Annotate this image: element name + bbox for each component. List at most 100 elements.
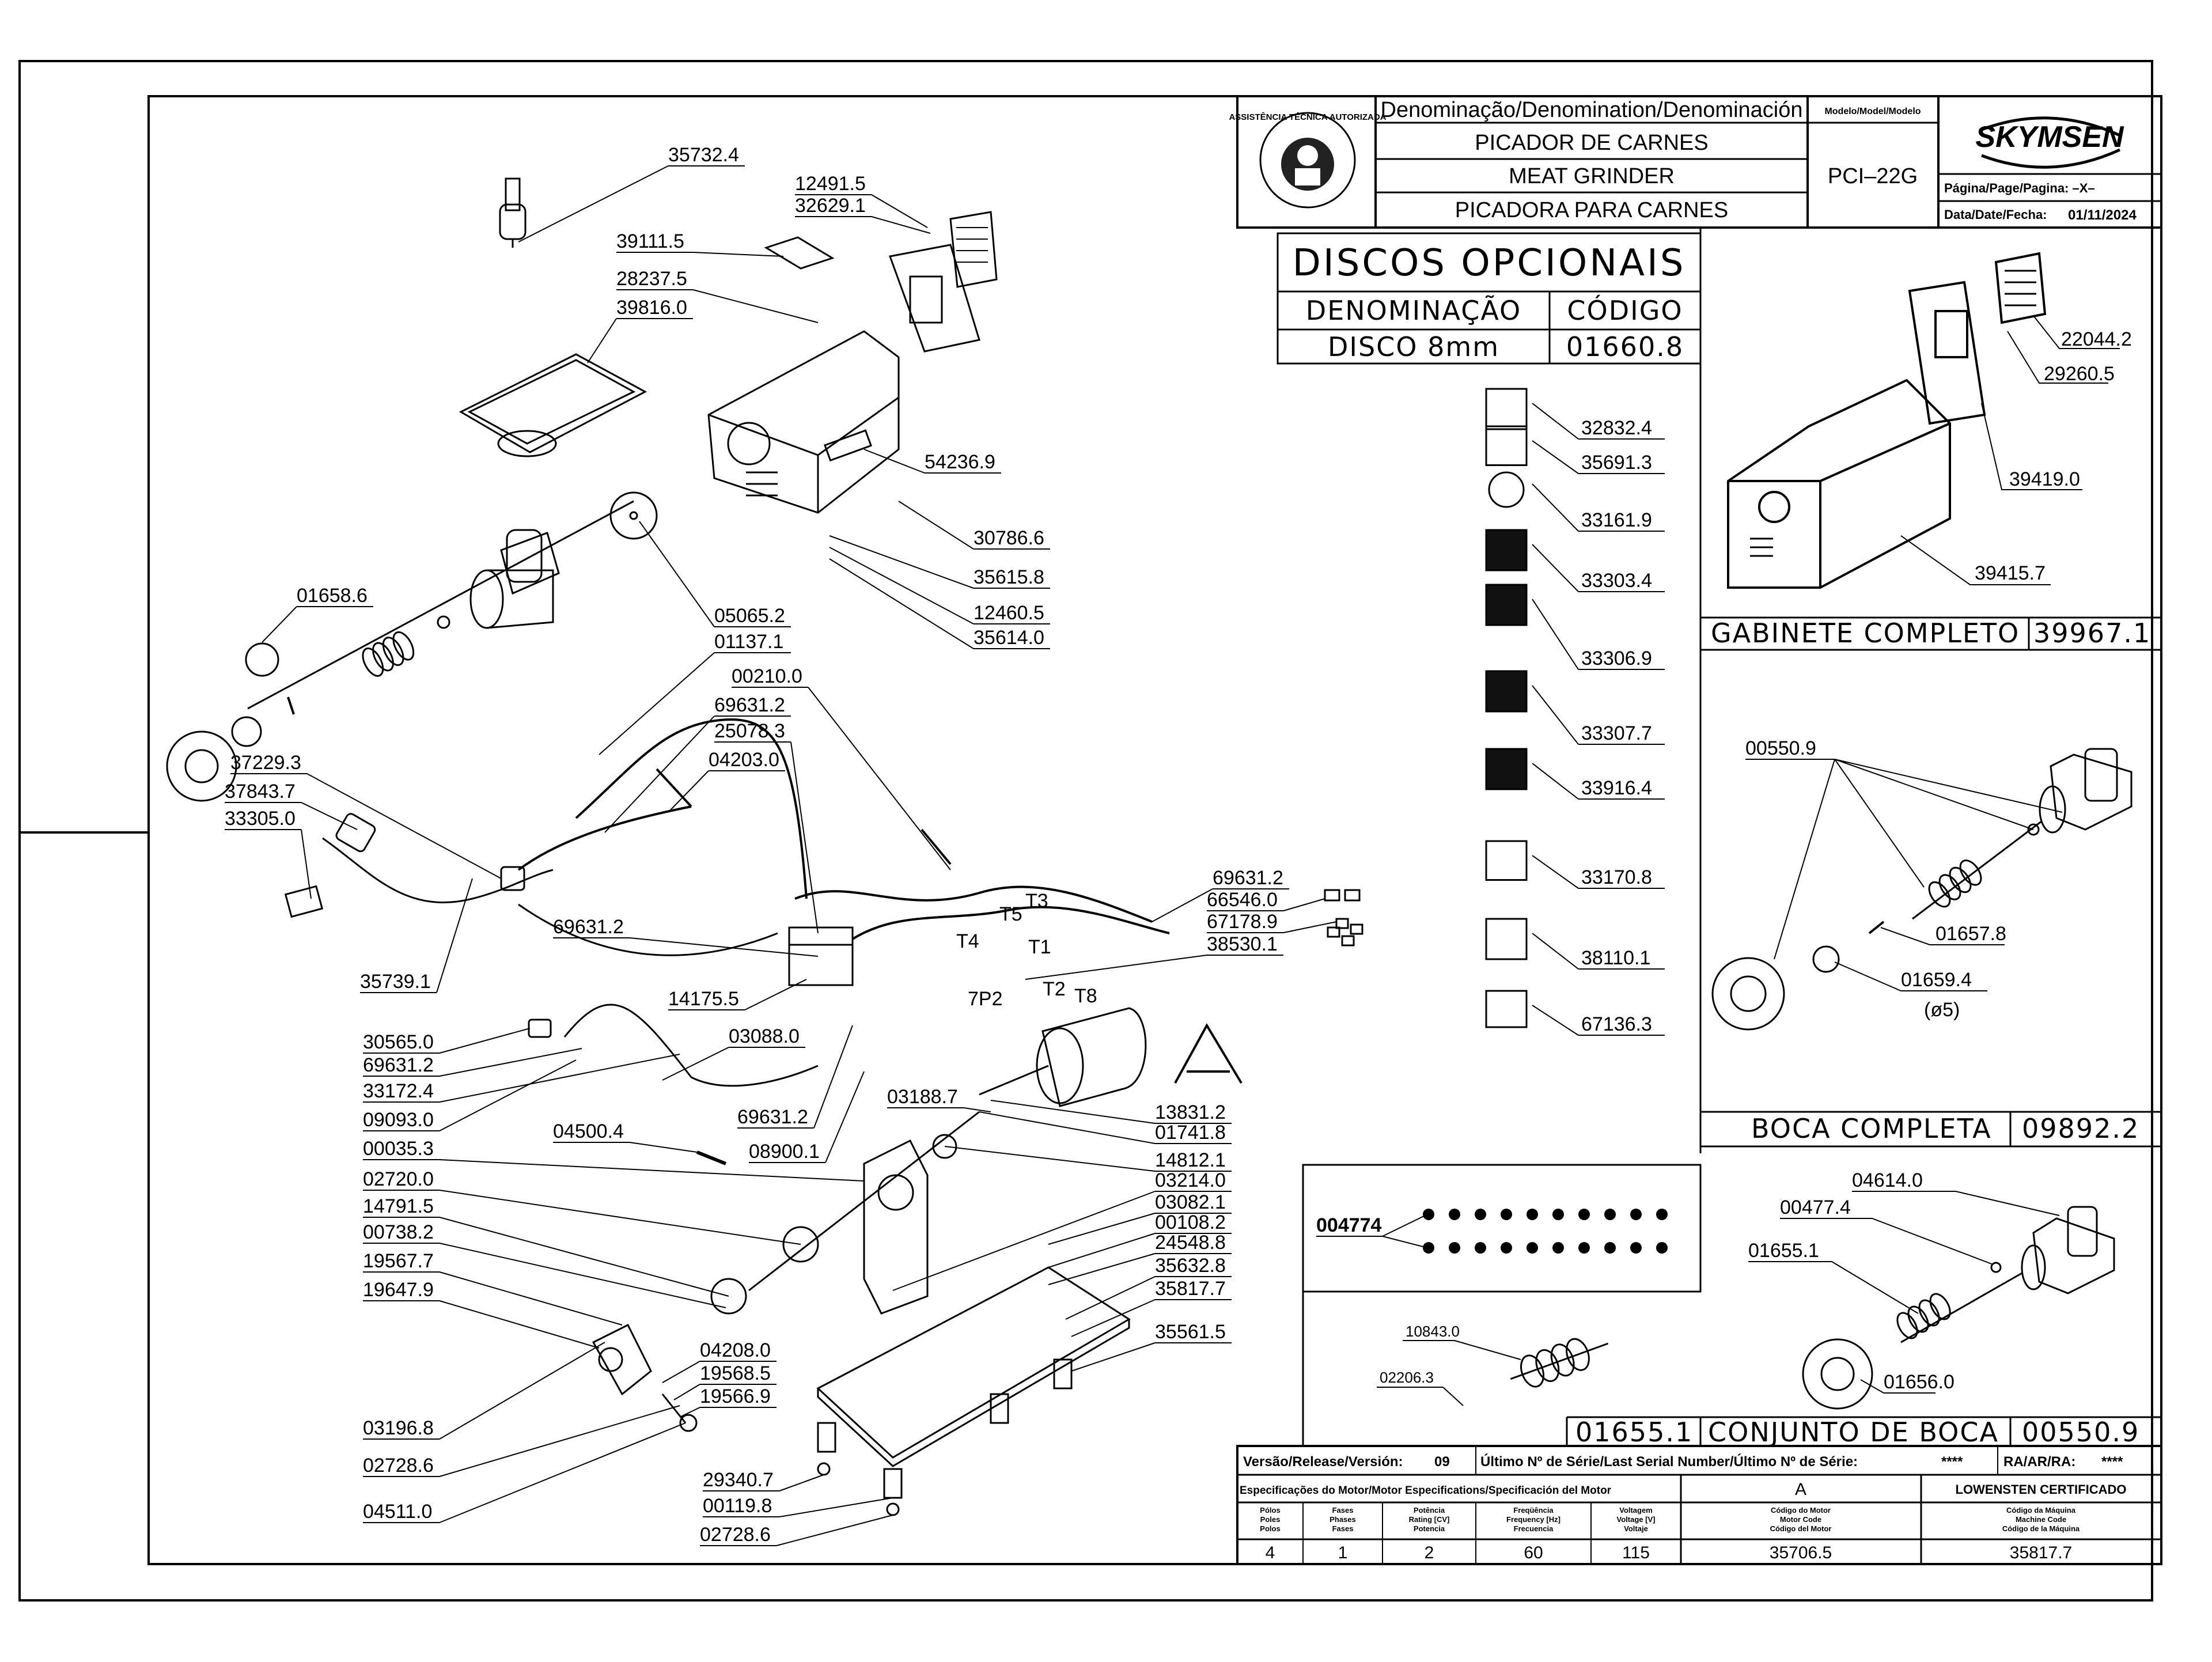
mouth-callouts [1745,759,2063,991]
screw-icon [1552,1242,1564,1254]
main-part-label: 30786.6 [974,527,1044,549]
main-part-label: 39111.5 [616,230,684,252]
screw-icon [1604,1209,1616,1220]
sticker-icon [1485,748,1528,790]
screw-icon [1630,1242,1642,1254]
main-exploded-drawing [166,177,1363,1516]
sticker-part-label: 67136.3 [1581,1013,1652,1035]
main-part-label: 35614.0 [974,627,1044,649]
main-part-label: 37843.7 [225,781,296,802]
spec-column-header: Frequency [Hz] [1506,1515,1560,1524]
cabinet-part-2: 29260.5 [2044,363,2115,385]
sticker-part-label: 33307.7 [1581,722,1652,744]
sticker-icon [1485,584,1528,626]
main-part-label: 00210.0 [732,665,802,687]
main-part-label: 35615.8 [974,566,1044,588]
motor-letter-header: A [1795,1480,1806,1499]
main-part-label: 03088.0 [729,1025,800,1047]
name-pt: PICADOR DE CARNES [1475,131,1708,155]
date-label: Data/Date/Fecha: [1944,207,2047,222]
cabinet-label: GABINETE COMPLETO [1711,618,2020,649]
screw-icon [1656,1209,1668,1220]
spec-column-header: Fases [1332,1506,1354,1515]
spec-column-header: Potência [1414,1506,1445,1515]
screw-icon [1578,1209,1590,1220]
main-part-label: 66546.0 [1207,889,1278,911]
motor-letter: A [1187,1065,1188,1066]
sticker-part-label: 33306.9 [1581,648,1652,669]
main-part-label: 69631.2 [714,694,785,716]
cabinet-part-1: 22044.2 [2061,328,2132,350]
spec-column-header: Motor Code [1780,1515,1821,1524]
main-part-label: 04511.0 [363,1501,432,1523]
spec-machine-code: 35817.7 [2010,1543,2072,1562]
cabinet-code: 39967.1 [2033,618,2151,649]
spec-rating: 2 [1425,1543,1434,1562]
main-part-label: 03188.7 [887,1086,958,1108]
model-header: Modelo/Model/Modelo [1824,107,1921,116]
sticker-icon [1485,990,1528,1028]
sticker-icon [1485,670,1528,713]
mouth-drawing [1711,748,2133,1031]
main-part-label: 02728.6 [363,1455,434,1477]
terminal-label: T8 [1074,985,1097,1007]
screw-icon [1552,1209,1564,1220]
spec-column-header: Código del Motor [1770,1524,1832,1533]
main-part-label: 13831.2 [1155,1101,1226,1123]
svg-text:ASSISTÊNCIA TÉCNICA AUTORIZADA: ASSISTÊNCIA TÉCNICA AUTORIZADA [1229,112,1386,122]
spec-column-header: Machine Code [2016,1515,2066,1524]
leader-lines [225,165,1337,1546]
main-part-label: 04500.4 [553,1120,624,1142]
screw-icon [1423,1242,1434,1254]
main-part-label: 35632.8 [1155,1255,1226,1277]
discs-col-code: CÓDIGO [1567,295,1683,326]
main-part-label: 00738.2 [363,1221,434,1243]
mouth-set-part-2: 00477.4 [1780,1197,1851,1218]
main-part-label: 04208.0 [700,1339,771,1361]
authorized-service-seal: ASSISTÊNCIA TÉCNICA AUTORIZADA [1229,112,1387,209]
serial-label: Último Nº de Série/Last Serial Number/Úl… [1480,1453,1858,1470]
screw-icon [1475,1209,1486,1220]
main-part-label: 38530.1 [1207,933,1278,955]
mouth-set-drawing [1802,1206,2115,1410]
spec-column-header: Freqüência [1513,1506,1554,1515]
screw-icon [1604,1242,1616,1254]
motor-spec-table: Versão/Release/Versión: 09 Último Nº de … [1236,1445,2162,1565]
main-part-label: 35817.7 [1155,1278,1226,1300]
spec-column-header: Voltagem [1619,1506,1653,1515]
main-part-label: 69631.2 [553,916,624,938]
spec-column-header: Pólos [1260,1506,1280,1515]
screw-box: 004774 10843.0 02206.3 [1302,1164,1702,1446]
main-part-label: 14791.5 [363,1195,434,1217]
screw-icon [1656,1242,1668,1254]
main-part-label: 19566.9 [700,1385,771,1407]
title-block: ASSISTÊNCIA TÉCNICA AUTORIZADA Denominaç… [1229,95,2162,229]
main-part-label: 35732.4 [668,144,739,166]
sticker-part-label: 33303.4 [1581,570,1652,592]
mouth-label: BOCA COMPLETA [1751,1113,1992,1144]
motor-spec-header: Especificações do Motor/Motor Especifica… [1240,1485,1612,1497]
cabinet-callouts [1900,315,2120,585]
spec-column-header: Código do Motor [1771,1506,1831,1515]
terminal-label: 7P2 [968,988,1003,1010]
spec-column-header: Poles [1260,1515,1281,1524]
version-value: 09 [1434,1454,1450,1470]
main-part-label: 01658.6 [297,585,368,607]
main-part-label: 37229.3 [230,752,301,774]
certificate: LOWENSTEN CERTIFICADO [1956,1482,2127,1497]
mouth-part-1: 00550.9 [1745,737,1816,759]
mouth-set-left-code: 01655.1 [1575,1417,1693,1448]
mouth-set-code: 00550.9 [2022,1417,2139,1448]
screw-icon [1527,1242,1538,1254]
spec-column-header: Código da Máquina [2006,1506,2076,1515]
main-part-label: 00119.8 [703,1495,772,1517]
terminal-label: T1 [1028,936,1051,958]
spec-poles: 4 [1266,1543,1275,1562]
screw-icon [1449,1242,1460,1254]
spec-column-header: Polos [1260,1524,1280,1533]
terminal-label: T4 [956,930,979,952]
screw-icon [1423,1209,1434,1220]
main-part-label: 02728.6 [700,1524,771,1546]
sticker-part-label: 33161.9 [1581,509,1652,531]
screw-icon [1501,1209,1512,1220]
